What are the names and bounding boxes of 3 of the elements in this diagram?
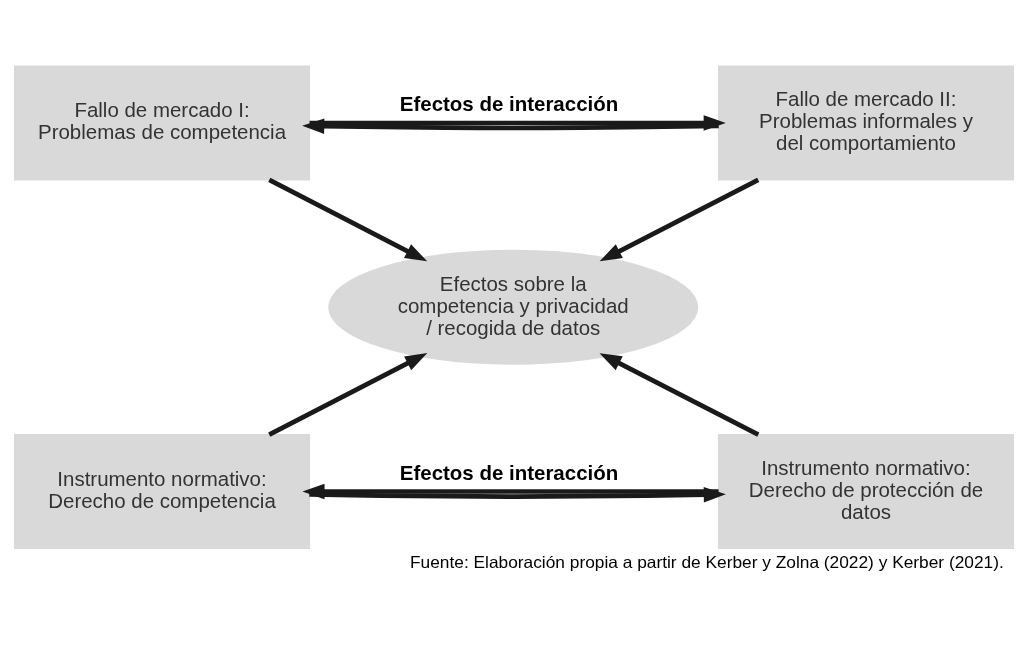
caption: Fuente: Elaboración propia a partir de Kerber y Zolna (2022) y Kerber (2021). xyxy=(410,552,1004,573)
edge-label: Efectos de interacción xyxy=(399,460,619,484)
edge-label: Efectos de interacción xyxy=(399,92,619,116)
